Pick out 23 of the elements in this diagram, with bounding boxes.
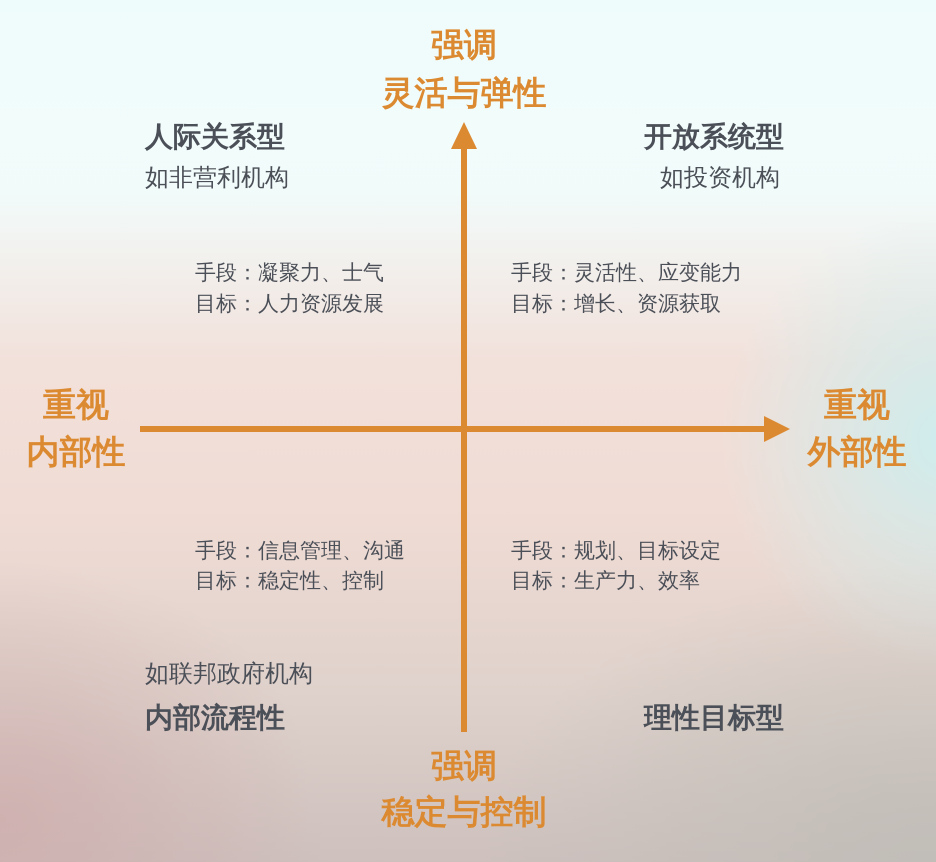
- note-text: 目标：人力资源发展: [195, 291, 384, 317]
- note-text: 手段：信息管理、沟通: [195, 538, 405, 564]
- note-text: 手段：规划、目标设定: [511, 538, 721, 564]
- quadrant-title: 开放系统型: [644, 120, 784, 154]
- axis-label: 强调: [431, 746, 497, 786]
- quadrant-title: 内部流程性: [145, 701, 285, 735]
- example-text: 如联邦政府机构: [145, 660, 313, 688]
- axis-label: 稳定与控制: [382, 792, 546, 832]
- note-text: 目标：增长、资源获取: [511, 291, 721, 317]
- axis-label: 强调: [431, 25, 497, 65]
- axis-label: 重视: [43, 385, 109, 425]
- axis-label: 重视: [824, 385, 890, 425]
- axis-label: 内部性: [26, 432, 126, 472]
- note-text: 手段：凝聚力、士气: [195, 260, 384, 286]
- example-text: 如非营利机构: [145, 164, 289, 192]
- quadrant-title: 人际关系型: [145, 120, 285, 154]
- note-text: 手段：灵活性、应变能力: [511, 260, 742, 286]
- note-text: 目标：生产力、效率: [511, 568, 700, 594]
- axis-label: 外部性: [808, 432, 906, 472]
- axis-label: 灵活与弹性: [382, 73, 546, 113]
- example-text: 如投资机构: [660, 164, 780, 192]
- note-text: 目标：稳定性、控制: [195, 568, 384, 594]
- quadrant-title: 理性目标型: [644, 701, 784, 735]
